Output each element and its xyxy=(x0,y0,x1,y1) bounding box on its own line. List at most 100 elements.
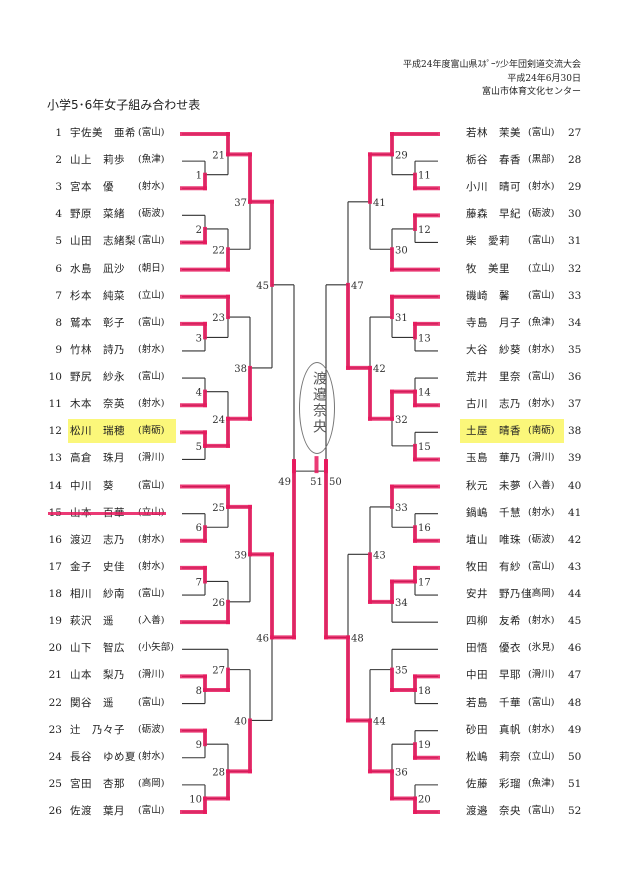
match-number: 38 xyxy=(234,364,247,375)
player-name: 古川 志乃 xyxy=(466,398,521,411)
player-team: (富山) xyxy=(528,235,555,247)
player-team: (富山) xyxy=(138,127,165,138)
player-number: 19 xyxy=(48,615,62,628)
player-team: (射水) xyxy=(528,723,555,735)
player-team: (砺波) xyxy=(138,723,165,735)
match-number: 33 xyxy=(395,503,408,514)
player-team: (富山) xyxy=(138,235,165,247)
player-number: 30 xyxy=(568,208,582,221)
player-name: 宮本 優 xyxy=(70,181,114,194)
player-team: (高岡) xyxy=(138,777,165,789)
player-name: 田悟 優衣 xyxy=(466,642,521,655)
player-number: 38 xyxy=(568,425,582,438)
player-number: 25 xyxy=(48,777,62,790)
player-team: (富山) xyxy=(138,696,165,708)
match-number: 5 xyxy=(196,442,202,453)
match-number: 44 xyxy=(373,716,386,727)
match-number: 8 xyxy=(196,686,202,697)
player-row: 3 宮本 優 (射水) xyxy=(0,179,180,195)
player-number: 12 xyxy=(48,425,62,438)
player-team: (黒部) xyxy=(528,154,555,166)
player-team: (砺波) xyxy=(528,533,555,545)
player-number: 3 xyxy=(55,181,62,194)
player-row: 藤森 早紀(砺波)30 xyxy=(0,206,621,222)
match-number: 47 xyxy=(351,281,364,292)
player-team: (魚津) xyxy=(138,154,165,166)
player-team: (射水) xyxy=(138,181,165,193)
player-name: 竹林 詩乃 xyxy=(70,343,125,356)
player-name: 藤森 早紀 xyxy=(466,208,521,221)
player-number: 2 xyxy=(55,154,62,167)
player-number: 4 xyxy=(55,208,62,221)
match-number: 2 xyxy=(196,225,202,236)
player-number: 42 xyxy=(568,533,582,546)
match-number: 21 xyxy=(212,150,225,161)
player-team: (射水) xyxy=(138,750,165,762)
player-number: 32 xyxy=(568,262,582,275)
match-number: 39 xyxy=(234,550,247,561)
player-name: 牧田 有紗 xyxy=(466,560,521,573)
player-name: 寺島 月子 xyxy=(466,316,521,329)
player-name: 鷲本 彰子 xyxy=(70,316,125,329)
champion-note: 渡邉奈央 xyxy=(311,371,327,435)
event-name: 平成24年度富山県ｽﾎﾟｰﾂ少年団剣道交流大会 xyxy=(403,60,581,70)
player-number: 51 xyxy=(568,777,582,790)
player-number: 6 xyxy=(55,262,62,275)
player-team: (富山) xyxy=(528,371,555,383)
player-name: 埴山 唯珠 xyxy=(466,533,521,546)
player-row: 19 萩沢 遥 (入善) xyxy=(0,613,180,629)
player-name: 中川 葵 xyxy=(70,479,114,492)
player-number: 31 xyxy=(568,235,582,248)
player-name: 宇佐美 亜希 xyxy=(70,127,136,139)
final-match-number: 51 xyxy=(310,477,323,488)
player-number: 18 xyxy=(48,588,62,601)
player-team: (入善) xyxy=(138,615,165,627)
player-name: 宮田 杏那 xyxy=(70,777,125,790)
player-team: (射水) xyxy=(528,343,555,355)
player-number: 33 xyxy=(568,289,582,302)
player-name: 柴 愛莉 xyxy=(466,235,510,248)
player-name: 荒井 里奈 xyxy=(466,371,521,384)
player-name: 長谷 ゆめ夏 xyxy=(70,750,136,763)
champion-note-oval: 渡邉奈央 xyxy=(299,362,335,454)
player-name: 松嶋 莉奈 xyxy=(466,750,521,763)
player-team: (滑川) xyxy=(138,669,165,681)
match-number: 25 xyxy=(212,503,225,514)
match-number: 34 xyxy=(395,598,408,609)
player-team: (射水) xyxy=(528,506,555,518)
player-team: (魚津) xyxy=(528,316,555,328)
match-number: 35 xyxy=(395,666,408,677)
player-row: 若林 茉美(富山)27 xyxy=(0,125,621,141)
highlight-marker xyxy=(68,419,176,444)
match-number: 37 xyxy=(234,198,247,209)
match-number: 17 xyxy=(418,577,431,588)
player-number: 43 xyxy=(568,560,582,573)
player-name: 萩沢 遥 xyxy=(70,615,114,628)
match-number: 14 xyxy=(418,388,431,399)
player-team: (魚津) xyxy=(528,777,555,789)
player-row: 牧 美里(立山)32 xyxy=(0,261,621,277)
match-number: 23 xyxy=(212,313,225,324)
player-team: (富山) xyxy=(138,805,165,816)
player-name: 土屋 晴香 xyxy=(466,425,521,438)
player-row: 鍋嶋 千慧(射水)41 xyxy=(0,505,621,521)
match-number: 36 xyxy=(395,767,408,778)
player-number: 41 xyxy=(568,506,582,519)
player-name: 中田 早耶 xyxy=(466,669,521,682)
player-number: 7 xyxy=(55,289,62,302)
player-number: 50 xyxy=(568,750,582,763)
player-team: (南砺) xyxy=(138,425,165,437)
match-number: 6 xyxy=(196,523,202,534)
match-number: 45 xyxy=(256,281,269,292)
match-number: 46 xyxy=(256,633,269,644)
